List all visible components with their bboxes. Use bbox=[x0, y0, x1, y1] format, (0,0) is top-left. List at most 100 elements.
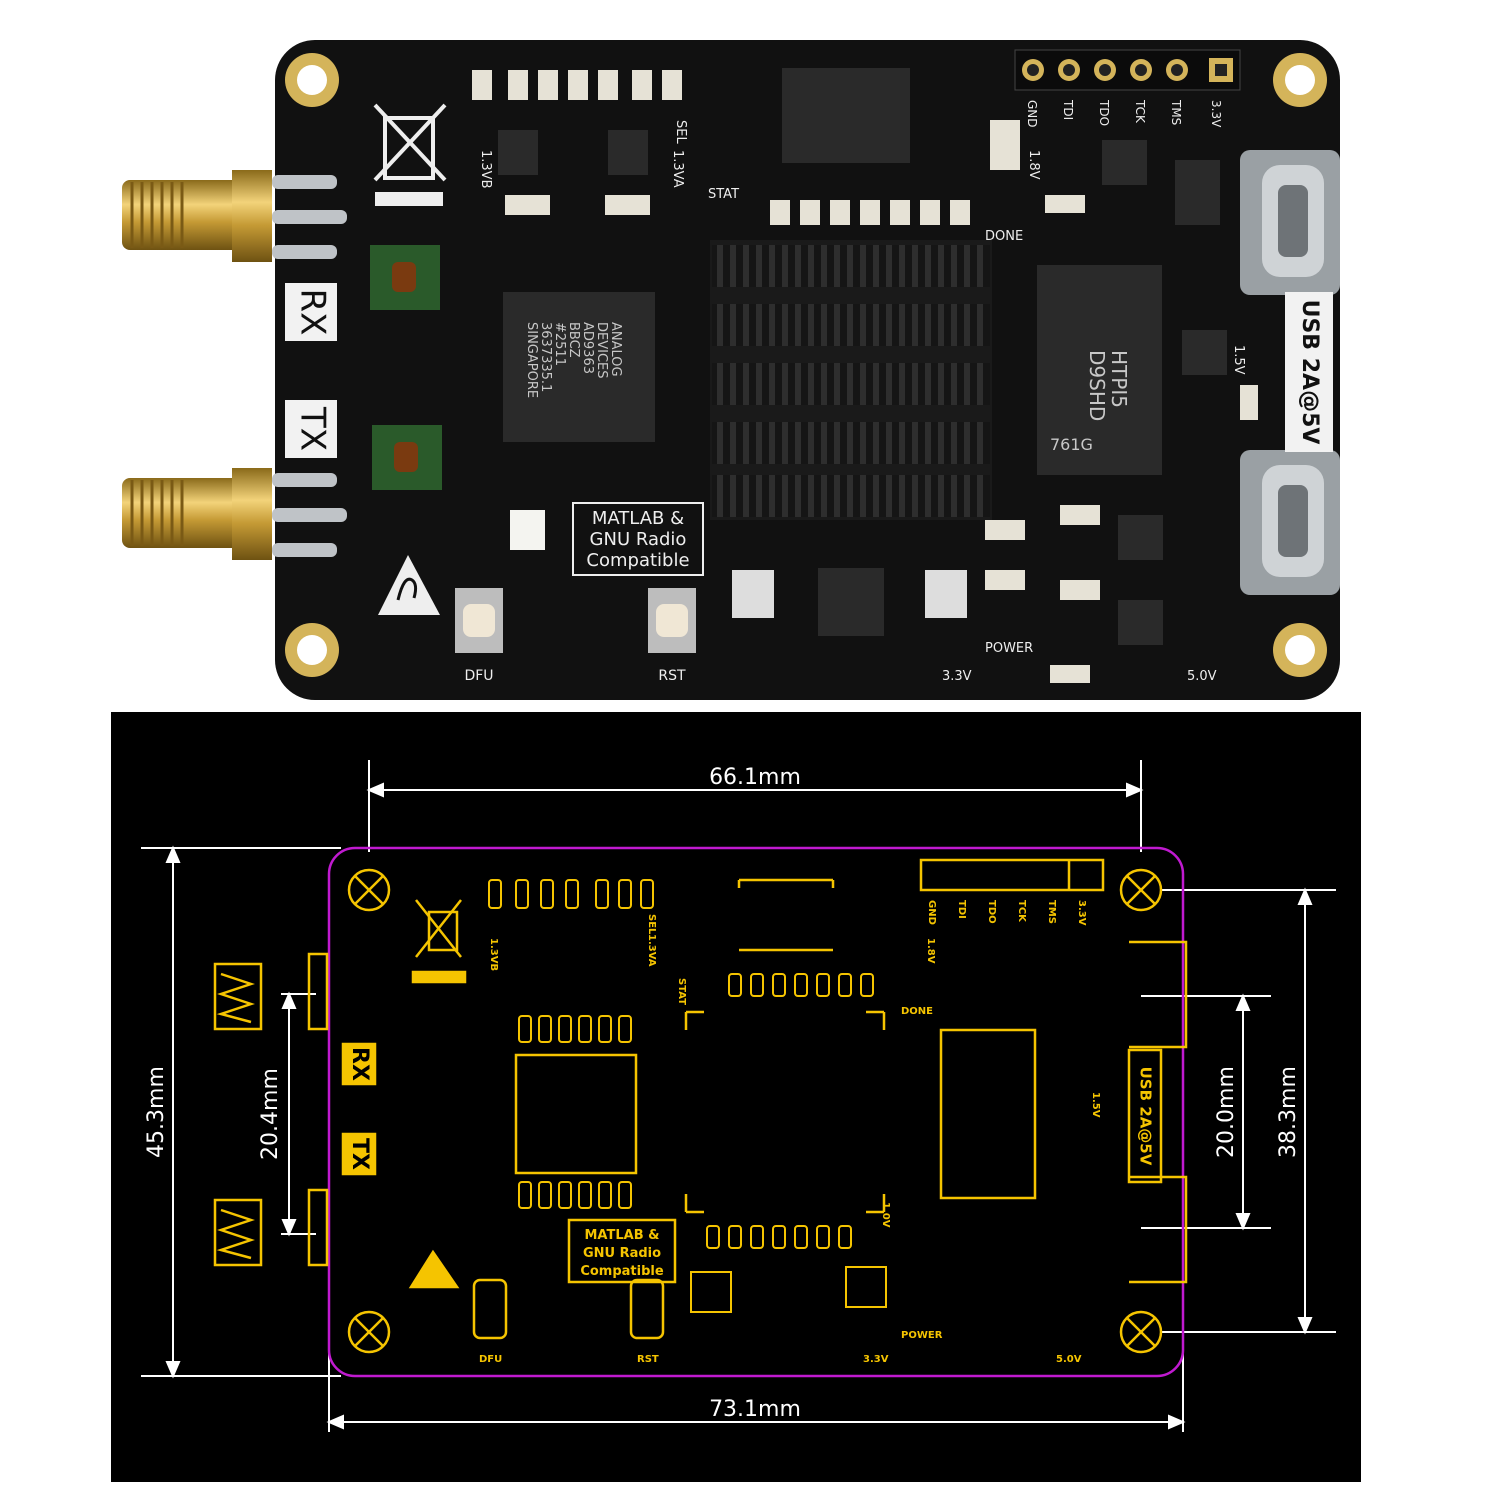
v15-silk: 1.5V bbox=[1090, 1092, 1101, 1118]
heatsink bbox=[710, 240, 992, 520]
svg-text:D9SHD: D9SHD bbox=[1085, 350, 1109, 421]
ddr-chip-text: HTPI5 D9SHD 761G bbox=[1050, 350, 1131, 454]
compat-line-3: Compatible bbox=[586, 550, 689, 571]
board-outline bbox=[327, 846, 1185, 1378]
rst-label: RST bbox=[658, 668, 686, 684]
tx-silk-label: TX bbox=[347, 1138, 372, 1170]
done-silk: DONE bbox=[901, 1006, 933, 1017]
v15-label: 1.5V bbox=[1231, 345, 1246, 375]
jtag-silk-tdi: TDI bbox=[956, 900, 967, 919]
passive-components bbox=[472, 70, 1258, 683]
crystal-2 bbox=[732, 570, 774, 618]
sma-rx-connector bbox=[122, 170, 347, 262]
jtag-silk-tms: TMS bbox=[1046, 900, 1057, 924]
usb-controller-chip bbox=[818, 568, 884, 636]
small-ics bbox=[498, 130, 1227, 645]
dim-width-total: 73.1mm bbox=[709, 1397, 801, 1422]
usb-label-box bbox=[1285, 292, 1333, 452]
jtag-header[interactable] bbox=[1014, 49, 1241, 91]
rx-label: RX bbox=[293, 289, 333, 336]
stat-silk: STAT bbox=[676, 978, 687, 1005]
power-silk: POWER bbox=[901, 1330, 943, 1341]
v50-silk: 5.0V bbox=[1056, 1354, 1082, 1365]
dimension-lines bbox=[141, 760, 1336, 1432]
svg-text:AD9363: AD9363 bbox=[580, 322, 595, 374]
sel-label: SEL bbox=[673, 120, 688, 144]
v13a-silk: 1.3VA bbox=[646, 934, 657, 967]
compat-line-2: GNU Radio bbox=[590, 529, 687, 550]
v13a-label: 1.3VA bbox=[670, 150, 685, 188]
dim-width-hole: 66.1mm bbox=[709, 765, 801, 790]
compat-line-1: MATLAB & bbox=[592, 508, 684, 529]
sma-tx-connector bbox=[122, 468, 347, 560]
dim-height-hole: 38.3mm bbox=[1276, 1066, 1301, 1158]
weee-bar bbox=[375, 192, 443, 206]
dim-sma-pitch: 20.4mm bbox=[258, 1068, 283, 1160]
usb-label: USB 2A@5V bbox=[1297, 300, 1322, 445]
rst-silk: RST bbox=[637, 1354, 659, 1365]
svg-text:ANALOG: ANALOG bbox=[608, 322, 623, 377]
mounting-holes bbox=[285, 53, 1327, 677]
jtag-silk-tck: TCK bbox=[1016, 900, 1027, 923]
svg-text:BBCZ: BBCZ bbox=[566, 322, 581, 358]
dfu-silk: DFU bbox=[479, 1354, 502, 1365]
done-label: DONE bbox=[985, 229, 1023, 244]
svg-text:TCK: TCK bbox=[1133, 99, 1147, 124]
v33-label: 3.3V bbox=[942, 669, 972, 684]
ad9363-chip bbox=[503, 292, 655, 442]
svg-text:3637335.1: 3637335.1 bbox=[538, 322, 553, 392]
dfu-label: DFU bbox=[464, 668, 493, 684]
v50-label: 5.0V bbox=[1187, 669, 1217, 684]
v13b-silk: 1.3VB bbox=[488, 938, 499, 971]
dimension-drawing-svg: 66.1mm 73.1mm 45.3mm 20.4mm 20.0mm 38.3m… bbox=[141, 760, 1336, 1432]
board-photo-svg: RX TX ANALOG DEVICES AD9363 BBCZ #2511 3… bbox=[122, 40, 1340, 700]
weee-bin-icon bbox=[373, 103, 447, 182]
dfu-button[interactable] bbox=[455, 588, 503, 653]
esd-warning-icon bbox=[378, 555, 440, 615]
tx-label-box bbox=[285, 400, 337, 458]
jtag-silk-33v: 3.3V bbox=[1076, 900, 1087, 926]
usb-c-port-1 bbox=[1240, 150, 1340, 295]
compat-box bbox=[572, 502, 704, 576]
jtag-labels: GND TDI TDO TCK TMS 3.3V bbox=[1025, 99, 1223, 128]
svg-text:DEVICES: DEVICES bbox=[594, 322, 609, 379]
compat-silk-3: Compatible bbox=[580, 1264, 664, 1279]
svg-text:HTPI5: HTPI5 bbox=[1107, 350, 1131, 408]
svg-text:SINGAPORE: SINGAPORE bbox=[524, 322, 539, 398]
stat-label: STAT bbox=[708, 187, 739, 202]
dimension-drawing: 66.1mm 73.1mm 45.3mm 20.4mm 20.0mm 38.3m… bbox=[111, 712, 1361, 1482]
v18-label: 1.8V bbox=[1026, 150, 1041, 180]
rx-silk-label: RX bbox=[347, 1047, 372, 1081]
crystal-3 bbox=[925, 570, 967, 618]
usb-silk-label: USB 2A@5V bbox=[1137, 1067, 1155, 1166]
v33-silk: 3.3V bbox=[863, 1354, 889, 1365]
v10-silk: 1.0V bbox=[880, 1202, 891, 1228]
silkscreen-pads bbox=[488, 879, 887, 1313]
jtag-silk-gnd: GND bbox=[926, 900, 937, 925]
svg-text:TDO: TDO bbox=[1097, 99, 1111, 126]
v18-silk: 1.8V bbox=[925, 938, 936, 964]
svg-text:3.3V: 3.3V bbox=[1209, 100, 1223, 128]
ad9363-chip-text: ANALOG DEVICES AD9363 BBCZ #2511 3637335… bbox=[524, 322, 623, 398]
svg-text:TMS: TMS bbox=[1169, 99, 1183, 125]
v13b-label: 1.3VB bbox=[478, 150, 493, 189]
svg-text:761G: 761G bbox=[1050, 435, 1093, 454]
silkscreen-text: RX TX USB 2A@5V MATLAB & GNU Radio Compa… bbox=[347, 900, 1155, 1365]
board-photo: RX TX ANALOG DEVICES AD9363 BBCZ #2511 3… bbox=[0, 0, 1500, 705]
dim-height-total: 45.3mm bbox=[144, 1066, 169, 1158]
compat-silk-1: MATLAB & bbox=[585, 1228, 660, 1243]
ddr-chip bbox=[1037, 265, 1162, 475]
dim-usb-pitch: 20.0mm bbox=[1214, 1066, 1239, 1158]
sel-silk: SEL bbox=[646, 914, 657, 935]
compat-silk-2: GNU Radio bbox=[583, 1246, 661, 1261]
power-label: POWER bbox=[985, 641, 1033, 656]
rx-label-box bbox=[285, 283, 337, 341]
jtag-silk-tdo: TDO bbox=[986, 900, 997, 924]
svg-text:#2511: #2511 bbox=[552, 322, 567, 366]
flash-chip bbox=[782, 68, 910, 163]
rst-button[interactable] bbox=[648, 588, 696, 653]
crystal-1 bbox=[510, 510, 545, 550]
usb-c-port-2 bbox=[1240, 450, 1340, 595]
tx-label: TX bbox=[293, 406, 333, 451]
svg-text:TDI: TDI bbox=[1061, 99, 1075, 120]
